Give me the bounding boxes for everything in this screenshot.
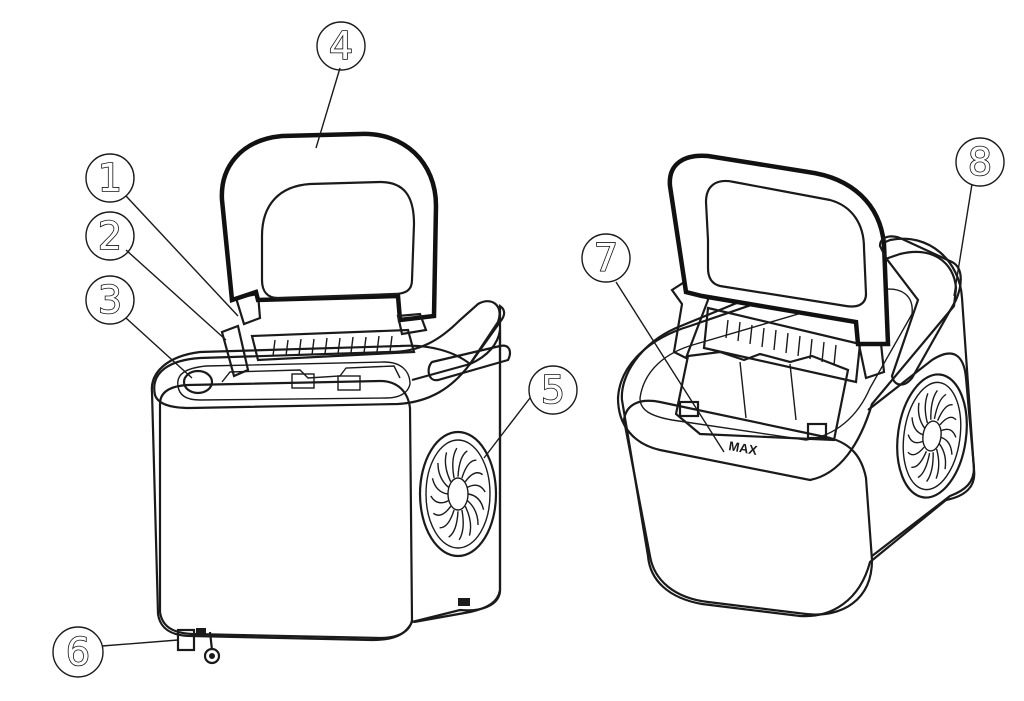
right-ice-basket xyxy=(674,350,850,442)
fan-blade xyxy=(461,459,477,479)
right-evaporator xyxy=(702,306,862,384)
fan-blade xyxy=(448,511,459,538)
fan-blade xyxy=(940,436,953,455)
callout-5-label: 5 xyxy=(541,368,565,412)
leader-line-2 xyxy=(125,249,227,341)
leader-lines xyxy=(101,67,973,647)
fan-blade xyxy=(466,500,479,526)
callout-1: 1 xyxy=(85,153,135,203)
right-rear-handle xyxy=(878,235,962,386)
left-ice-maker xyxy=(150,131,511,665)
callout-5: 5 xyxy=(528,365,578,415)
fan-blade xyxy=(468,493,485,510)
callout-3: 3 xyxy=(85,275,135,325)
callout-8-label: 8 xyxy=(968,140,992,184)
left-evaporator-fins xyxy=(272,335,393,357)
left-body xyxy=(150,303,506,642)
left-top-inner xyxy=(177,361,411,401)
fan-blade xyxy=(464,505,472,536)
fan-blade xyxy=(917,452,931,479)
right-front-panel xyxy=(622,399,874,616)
left-hinge-lever xyxy=(220,324,250,378)
left-control-button xyxy=(182,369,214,395)
fan-blade xyxy=(917,402,926,429)
left-top-rim xyxy=(153,300,501,410)
left-foot-b xyxy=(196,628,206,636)
left-basket-slot-a xyxy=(291,373,315,389)
left-lid xyxy=(219,131,439,323)
right-basket-clip-b xyxy=(806,422,828,440)
left-foot-a xyxy=(458,598,470,606)
left-lid-window xyxy=(260,180,416,300)
fan-blade xyxy=(430,495,449,504)
fan-blade xyxy=(924,393,929,424)
fan-blade xyxy=(444,452,452,483)
callout-1-label: 1 xyxy=(98,156,122,200)
callout-4: 4 xyxy=(316,21,366,71)
right-top-rim xyxy=(616,250,958,482)
fan-blade xyxy=(907,446,925,456)
fan-blade xyxy=(458,509,464,541)
leader-line-4 xyxy=(315,67,341,149)
leader-line-8 xyxy=(953,183,973,297)
leader-line-5 xyxy=(483,397,531,459)
callout-6: 6 xyxy=(52,626,104,678)
leader-line-1 xyxy=(125,195,239,317)
callout-4-label: 4 xyxy=(329,24,353,68)
fan-blade xyxy=(911,417,924,436)
fan-blade xyxy=(457,450,468,477)
callout-7-label: 7 xyxy=(594,236,618,280)
right-lid xyxy=(667,153,891,347)
left-fan-blades xyxy=(430,447,486,541)
right-basket-clip-a xyxy=(678,400,700,418)
callouts: 1 2 3 4 5 6 7 8 xyxy=(52,21,1005,678)
fan-blade xyxy=(452,447,458,479)
fan-blade xyxy=(939,416,957,426)
fan-blade xyxy=(936,403,953,421)
leader-line-7 xyxy=(615,281,725,453)
fan-blade xyxy=(926,452,934,482)
left-side-handle xyxy=(427,344,511,382)
left-side-panel xyxy=(411,329,502,624)
fan-blade xyxy=(938,443,947,470)
fan-blade xyxy=(431,478,448,495)
right-evaporator-fins xyxy=(725,319,837,366)
fan-blade xyxy=(432,505,452,516)
right-side-panel xyxy=(867,352,976,557)
right-fan xyxy=(896,373,968,499)
left-basket-slot-b xyxy=(337,375,361,391)
callout-2-label: 2 xyxy=(98,214,122,258)
left-lid-hinge-right xyxy=(396,312,428,336)
fan-blade xyxy=(935,448,940,479)
callout-7: 7 xyxy=(581,233,631,283)
fan-blade xyxy=(437,462,450,488)
max-fill-line-text: MAX xyxy=(727,438,758,458)
right-basket-wall xyxy=(739,361,797,421)
fan-blade xyxy=(467,484,486,493)
right-lid-window xyxy=(704,179,868,308)
left-fan xyxy=(418,430,498,558)
right-ice-maker: MAX xyxy=(616,153,976,618)
fan-blade xyxy=(464,472,484,483)
fan-blade xyxy=(930,390,938,420)
fan-blade xyxy=(911,451,928,469)
callout-6-label: 6 xyxy=(66,630,90,674)
leader-line-6 xyxy=(101,639,179,647)
fan-blade xyxy=(439,509,455,529)
callout-3-label: 3 xyxy=(98,278,122,322)
right-fan-blades xyxy=(907,390,957,482)
fan-blade xyxy=(907,434,924,444)
right-top-inner xyxy=(639,288,913,441)
fan-blade xyxy=(940,428,957,438)
callout-2: 2 xyxy=(85,211,135,261)
fan-blade xyxy=(933,393,947,420)
left-evaporator xyxy=(250,328,416,362)
leader-line-3 xyxy=(125,317,193,379)
callout-8: 8 xyxy=(955,137,1005,187)
